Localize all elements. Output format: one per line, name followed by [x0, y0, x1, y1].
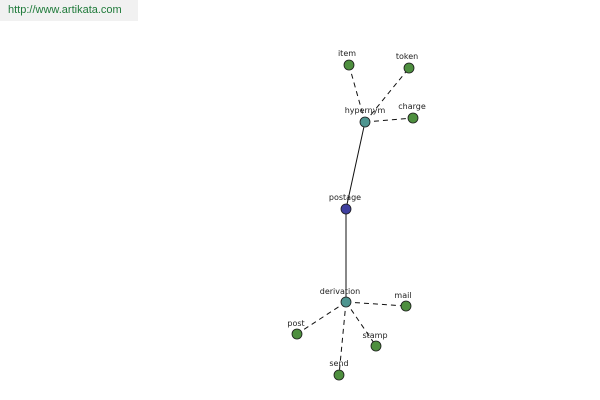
edge-postage-hypernym [345, 121, 366, 210]
node-derivation[interactable] [340, 296, 352, 308]
node-postage[interactable] [340, 203, 352, 215]
edge-derivation-post [296, 301, 347, 335]
node-label-token[interactable]: token [396, 52, 418, 61]
edge-hypernym-token [364, 67, 410, 123]
node-label-post[interactable]: post [287, 319, 304, 328]
node-hypernym[interactable] [359, 116, 371, 128]
node-label-hypernym[interactable]: hypernym [345, 106, 386, 115]
edge-hypernym-item [348, 64, 366, 123]
node-label-charge[interactable]: charge [398, 102, 426, 111]
labels-layer: postage hypernym derivation item token charge… [287, 49, 425, 368]
node-label-item[interactable]: item [338, 49, 356, 58]
edge-derivation-send [338, 301, 347, 376]
node-label-derivation[interactable]: derivation [320, 287, 360, 296]
site-url-banner[interactable]: http://www.artikata.com [0, 0, 138, 21]
edges-layer [296, 64, 414, 376]
nodes-layer [291, 59, 419, 381]
node-item[interactable] [343, 59, 355, 71]
node-label-postage[interactable]: postage [329, 193, 361, 202]
node-mail[interactable] [400, 300, 412, 312]
node-charge[interactable] [407, 112, 419, 124]
node-stamp[interactable] [370, 340, 382, 352]
node-token[interactable] [403, 62, 415, 74]
node-label-send[interactable]: send [329, 359, 348, 368]
node-label-mail[interactable]: mail [394, 291, 411, 300]
site-url-text[interactable]: http://www.artikata.com [8, 4, 122, 16]
node-post[interactable] [291, 328, 303, 340]
edge-derivation-mail [345, 301, 407, 307]
edge-hypernym-charge [364, 117, 414, 123]
node-send[interactable] [333, 369, 345, 381]
node-label-stamp[interactable]: stamp [362, 331, 387, 340]
